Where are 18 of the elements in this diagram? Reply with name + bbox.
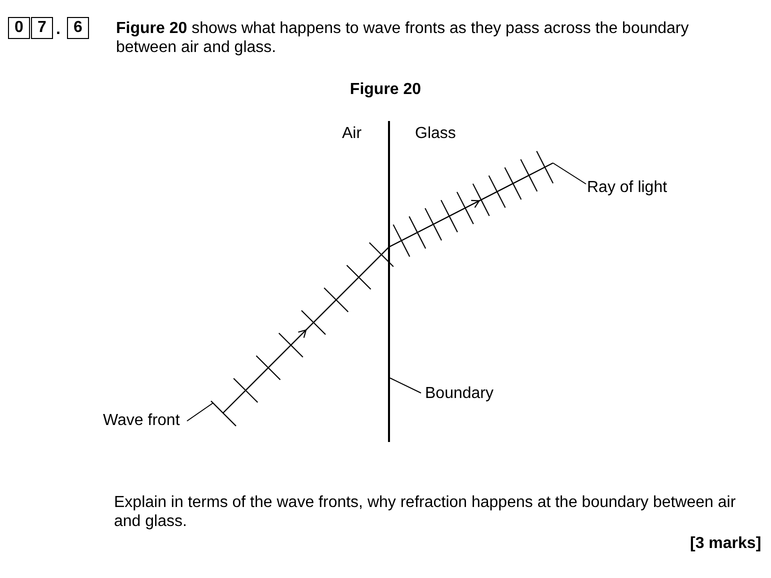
medium-label: Air [342,124,362,143]
question-text: Explain in terms of the wave fronts, why refraction happens at the boundary between air and glass. [114,493,737,531]
medium-label: Glass [415,124,456,143]
marks-label: [3 marks] [690,534,762,553]
part-label: Boundary [425,384,494,403]
question-text: Figure 20 shows what happens to wave fronts as they pass across the boundary between air and glass. [116,19,690,57]
part-label: Ray of light [587,178,668,197]
number-box: 6 [67,17,89,39]
leader-line [390,378,422,394]
number-box: 7 [31,17,53,39]
wave-front [210,400,236,426]
figure-title: Figure 20 [348,80,422,99]
leader-line [186,402,214,422]
part-label: Wave front [103,411,180,430]
leader-line [552,162,586,184]
decimal-point: . [56,20,60,39]
number-box: 0 [8,17,30,39]
boundary-line [388,121,390,442]
